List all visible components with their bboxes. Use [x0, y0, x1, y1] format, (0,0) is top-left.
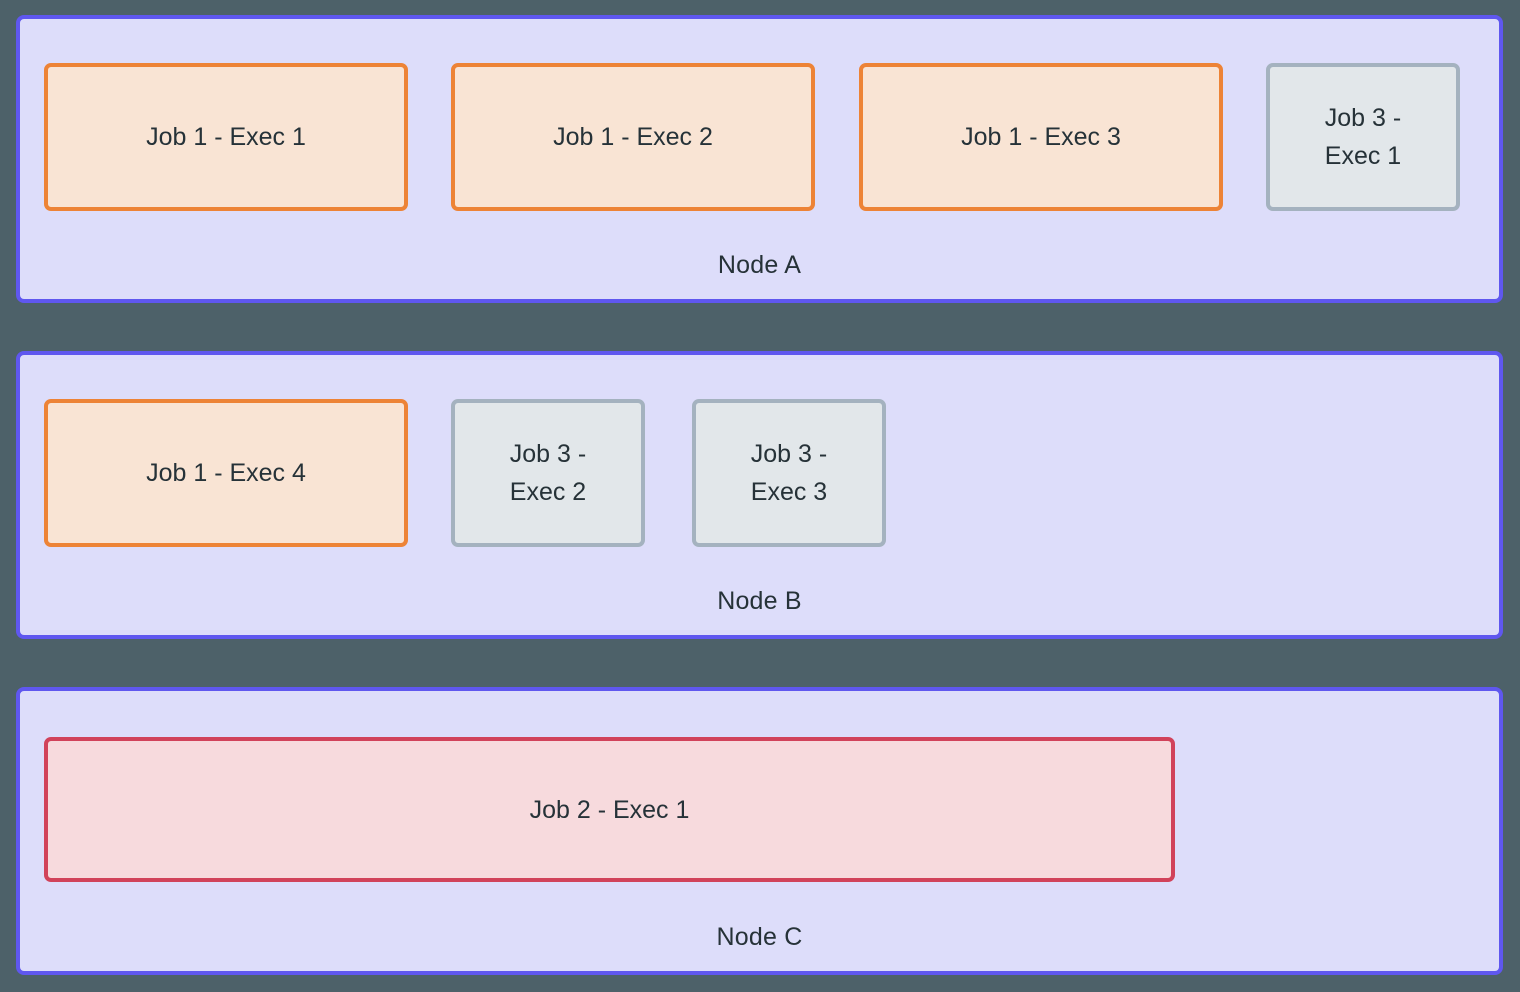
- job-box-job-1-exec-2[interactable]: Job 1 - Exec 2: [451, 63, 815, 211]
- job-box-job-1-exec-3[interactable]: Job 1 - Exec 3: [859, 63, 1223, 211]
- job-box-job-1-exec-1[interactable]: Job 1 - Exec 1: [44, 63, 408, 211]
- job-box-job-3-exec-2[interactable]: Job 3 - Exec 2: [451, 399, 645, 547]
- job-box-job-3-exec-3[interactable]: Job 3 - Exec 3: [692, 399, 886, 547]
- job-box-job-3-exec-1[interactable]: Job 3 - Exec 1: [1266, 63, 1460, 211]
- node-label-c: Node C: [716, 923, 803, 951]
- node-container-a[interactable]: Job 1 - Exec 1 Job 1 - Exec 2 Job 1 - Ex…: [16, 15, 1503, 303]
- job-box-label: Job 2 - Exec 1: [529, 795, 690, 824]
- job-box-label: Job 3 - Exec 2: [509, 440, 587, 506]
- node-container-c[interactable]: Job 2 - Exec 1 Node C: [16, 687, 1503, 975]
- node-container-b[interactable]: Job 1 - Exec 4 Job 3 - Exec 2 Job 3 - Ex…: [16, 351, 1503, 639]
- job-box-label: Job 1 - Exec 1: [146, 123, 306, 151]
- node-label-a: Node A: [717, 251, 802, 279]
- node-label-b: Node B: [717, 587, 802, 615]
- job-box-job-2-exec-1[interactable]: Job 2 - Exec 1: [44, 737, 1175, 882]
- job-box-label: Job 3 - Exec 3: [750, 440, 828, 506]
- job-box-job-1-exec-4[interactable]: Job 1 - Exec 4: [44, 399, 408, 547]
- job-box-label: Job 1 - Exec 2: [553, 123, 713, 151]
- job-box-label: Job 3 - Exec 1: [1324, 104, 1402, 170]
- job-box-label: Job 1 - Exec 4: [146, 459, 306, 487]
- job-box-label: Job 1 - Exec 3: [961, 123, 1121, 151]
